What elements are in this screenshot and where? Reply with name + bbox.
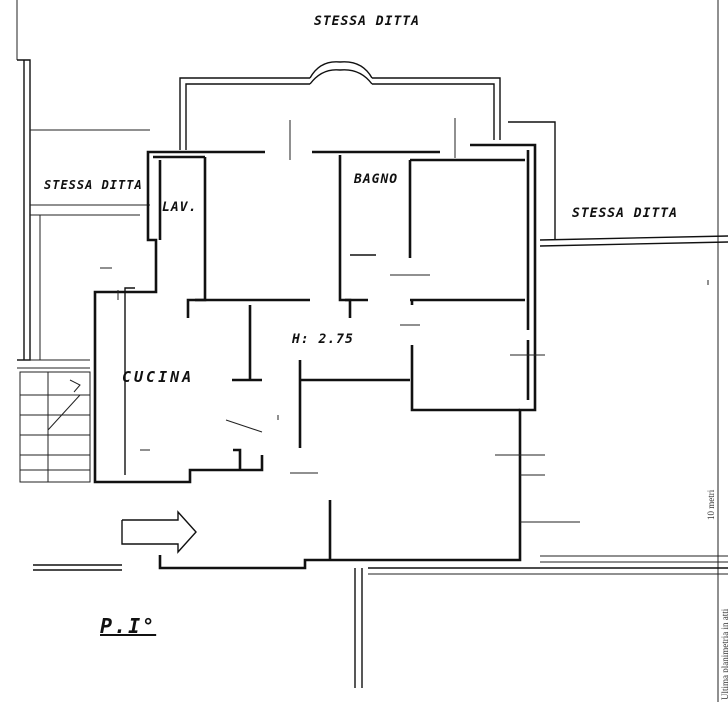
right-terrace: [508, 121, 728, 563]
margin-stamp-scale: 10 metri: [706, 489, 716, 520]
entrance-arrow: [121, 510, 197, 554]
landing-lines: [33, 564, 728, 688]
outer-walls: [93, 143, 537, 570]
left-neighbour-block: [17, 59, 150, 369]
top-neighbour-label: STESSA DITTA: [314, 14, 420, 29]
interior-walls: [158, 155, 525, 560]
room-label-lav: LAV.: [162, 200, 198, 215]
floor-label: P.I°: [100, 614, 157, 638]
right-neighbour-label: STESSA DITTA: [572, 206, 678, 221]
room-label-cucina: CUCINA: [122, 368, 195, 386]
window-markers: [100, 267, 580, 523]
top-terrace: [179, 61, 501, 160]
margin-stamp-text: Ultima planimetria in atti: [720, 608, 728, 700]
left-neighbour-label: STESSA DITTA: [44, 178, 143, 192]
stair-symbol: [19, 371, 91, 483]
room-label-bagno: BAGNO: [354, 172, 399, 187]
ceiling-height-label: H: 2.75: [292, 332, 354, 347]
